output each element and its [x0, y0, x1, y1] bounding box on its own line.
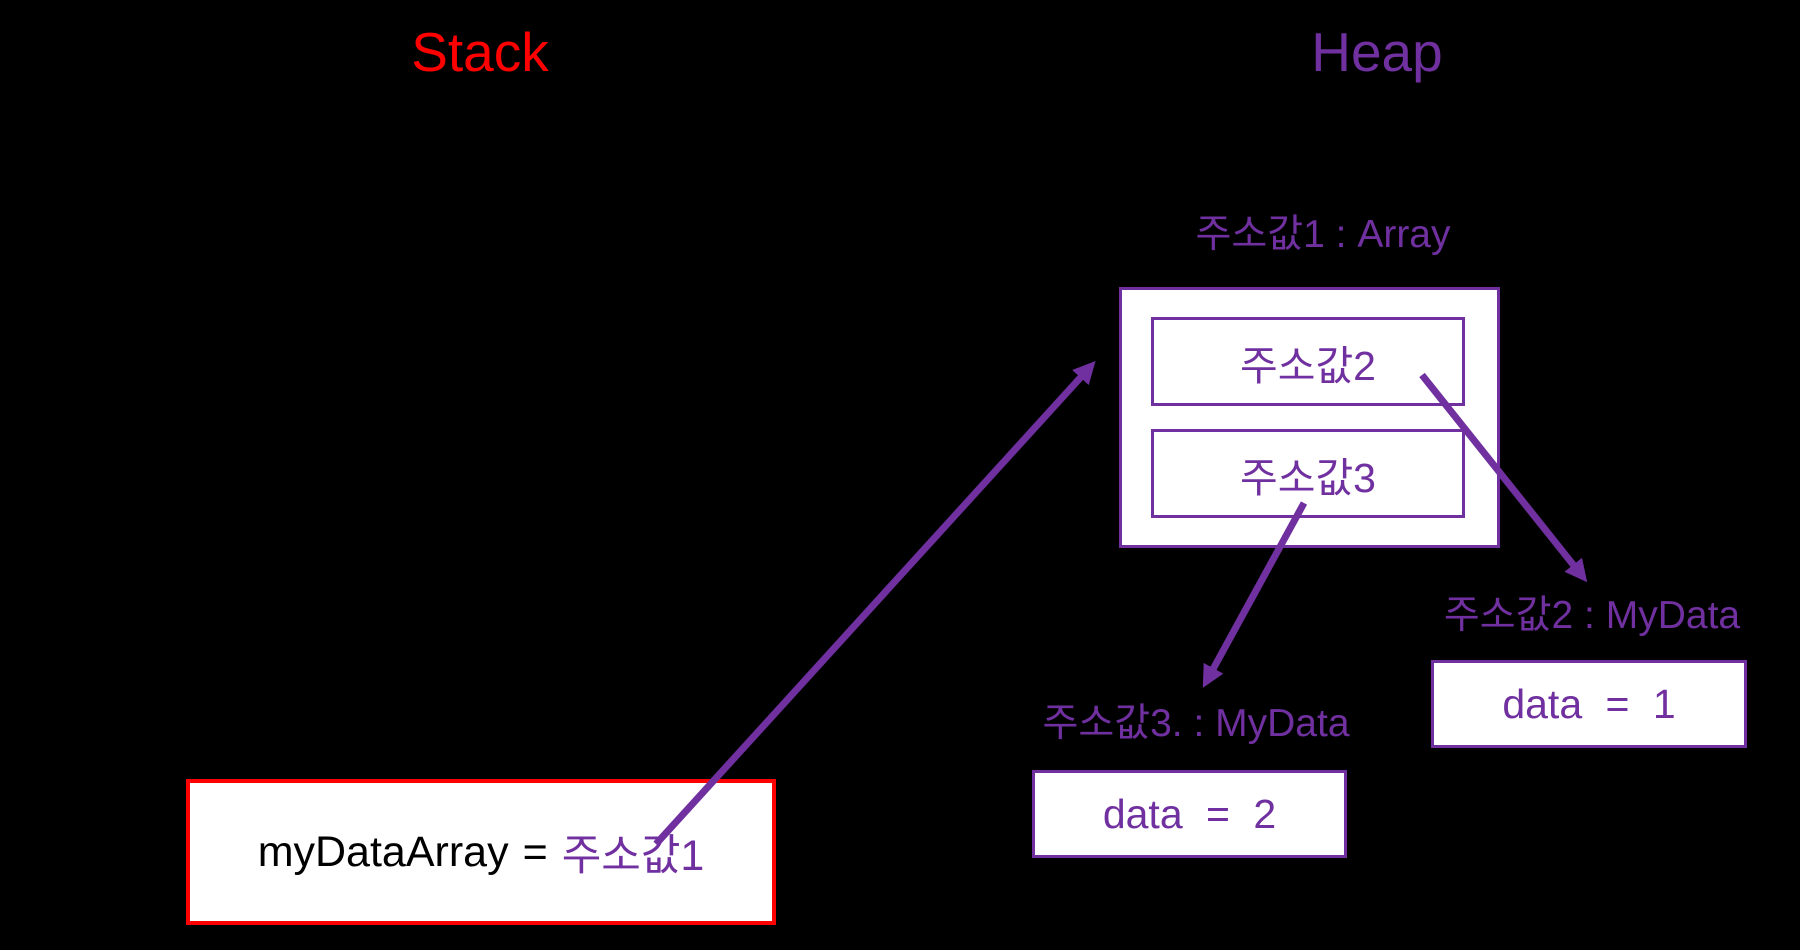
- mydata2-field-value: data = 2: [1102, 790, 1277, 837]
- variable-name: myDataArray: [257, 827, 509, 876]
- mydata1-object-box: data = 1: [1431, 660, 1747, 748]
- heap-section-title: Heap: [1311, 21, 1443, 83]
- array-object-label: 주소값1 : Array: [1195, 213, 1451, 256]
- array-slot-address2: 주소값2: [1151, 317, 1465, 406]
- array-slot-address3: 주소값3: [1151, 429, 1465, 518]
- stack-variable-box: myDataArray = 주소값1: [186, 779, 776, 925]
- variable-value-address1: 주소값1: [561, 832, 705, 880]
- array-object-box: 주소값2 주소값3: [1119, 287, 1500, 548]
- mydata2-object-label: 주소값3. : MyData: [1042, 702, 1350, 745]
- mydata1-field-value: data = 1: [1502, 680, 1676, 727]
- mydata1-object-label: 주소값2 : MyData: [1443, 594, 1741, 637]
- arrow-stack-to-array-icon: [653, 361, 1096, 847]
- equals-sign: =: [522, 827, 548, 876]
- stack-section-title: Stack: [411, 21, 549, 83]
- mydata2-object-box: data = 2: [1032, 770, 1347, 858]
